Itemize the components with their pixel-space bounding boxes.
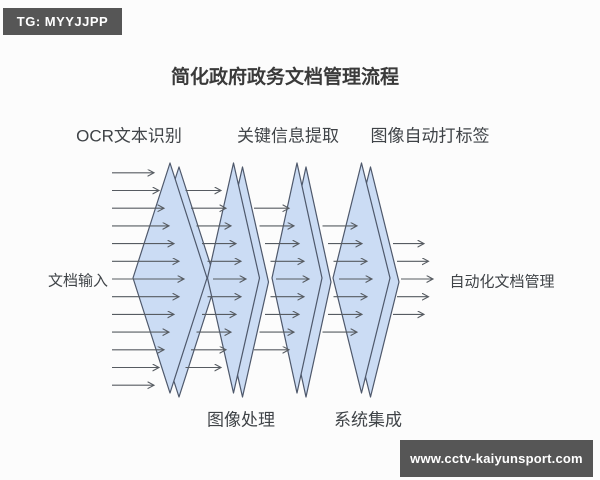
output-arrows — [393, 244, 433, 315]
stage1-arrows — [185, 191, 247, 368]
label-key-info-extraction: 关键信息提取 — [237, 126, 339, 146]
diagram-title: 简化政府政务文档管理流程 — [170, 67, 399, 88]
label-document-input: 文档输入 — [47, 272, 109, 290]
ocr-layer — [132, 162, 217, 398]
layer-front-face — [206, 162, 261, 394]
stage3-arrows — [322, 226, 373, 332]
label-automated-doc-mgmt: 自动化文档管理 — [449, 273, 555, 291]
key-info-layer — [271, 162, 332, 398]
label-system-integration: 系统集成 — [334, 410, 402, 430]
website-watermark-badge: www.cctv-kaiyunsport.com — [400, 440, 593, 477]
system-integration-layer — [332, 162, 400, 398]
label-ocr-recognition: OCR文本识别 — [76, 126, 182, 146]
layer-front-face — [132, 162, 208, 394]
layer-front-face — [271, 162, 323, 394]
image-processing-layer — [206, 162, 270, 398]
label-image-processing: 图像处理 — [207, 410, 275, 430]
telegram-watermark-badge: TG: MYYJJPP — [3, 8, 122, 35]
input-arrows — [112, 173, 184, 385]
layer-front-face — [332, 162, 391, 394]
stage2-arrows — [254, 208, 309, 350]
label-auto-image-tagging: 图像自动打标签 — [370, 126, 490, 146]
